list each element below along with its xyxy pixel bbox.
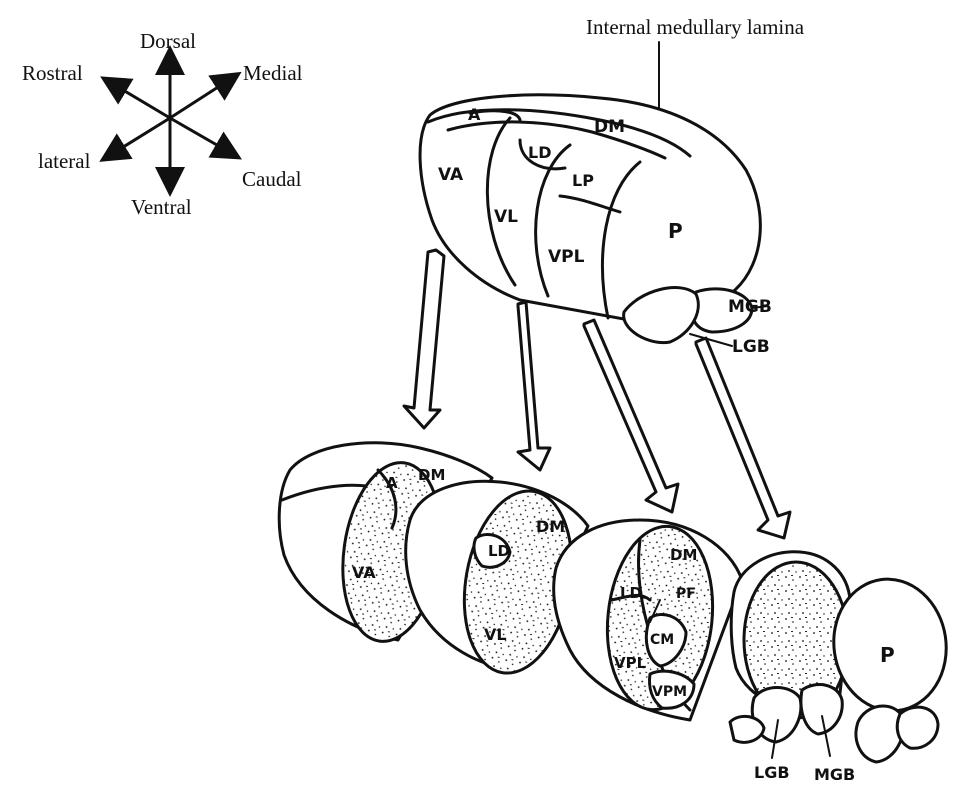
- section-3-ld-border: [610, 593, 652, 602]
- label-lgb: LGB: [732, 337, 770, 357]
- label-a: A: [468, 105, 481, 124]
- lateral-arrow: [99, 116, 172, 162]
- a-nucleus-border: [468, 109, 522, 122]
- pulvinar-lobe-right: [895, 705, 940, 750]
- section-3: DM LD PF CM VPL VPM: [552, 518, 744, 722]
- mgb-leader: [751, 305, 769, 309]
- s3-label-vpm: VPM: [652, 684, 687, 700]
- arrow-2: [516, 300, 552, 472]
- label-va: VA: [438, 165, 464, 185]
- section-4-lower-lobe: [728, 714, 766, 744]
- vl-vpl-border: [534, 143, 572, 298]
- ventral-label: Ventral: [131, 195, 192, 219]
- ld-border: [518, 138, 567, 171]
- lgb-leader: [689, 333, 733, 347]
- label-vpl: VPL: [548, 247, 585, 267]
- label-dm: DM: [594, 117, 625, 137]
- s2-label-ld: LD: [488, 542, 510, 560]
- s3-label-cm: CM: [650, 632, 674, 648]
- arrow-1: [402, 248, 446, 430]
- pulvinar-lobe-left: [854, 704, 905, 764]
- whole-thalamus: A DM VA LD LP VL VPL P MGB LGB: [418, 93, 772, 357]
- s2-label-dm: DM: [536, 517, 565, 536]
- pulvinar: P: [832, 577, 948, 764]
- s4-lgb-leader: [771, 719, 779, 759]
- s4-label-mgb: MGB: [814, 765, 855, 784]
- s3-label-vpl: VPL: [614, 654, 647, 672]
- section-arrows: [402, 248, 792, 540]
- section-1-border: [376, 468, 398, 530]
- internal-medullary-lamina-label: Internal medullary lamina: [586, 15, 805, 39]
- s1-label-dm: DM: [418, 466, 445, 484]
- section-3-vpm: [648, 669, 696, 710]
- rostral-arrow: [100, 76, 172, 120]
- arrow-3: [582, 318, 680, 514]
- s4-label-lgb: LGB: [754, 763, 790, 782]
- label-mgb: MGB: [728, 297, 772, 317]
- s3-label-dm: DM: [670, 546, 697, 564]
- pf-leader: [649, 599, 661, 623]
- lamina-band-top: [426, 108, 692, 158]
- va-vl-border: [485, 116, 517, 287]
- label-vl: VL: [494, 207, 518, 227]
- arrow-4: [694, 336, 792, 540]
- orientation-compass: Dorsal Ventral Rostral Caudal Medial lat…: [22, 29, 303, 219]
- medial-label: Medial: [243, 61, 303, 85]
- lgb-shape: [622, 286, 700, 345]
- s1-label-a: A: [386, 474, 398, 492]
- s1-label-va: VA: [352, 563, 376, 582]
- section-4-mgb: [799, 683, 844, 736]
- label-ld: LD: [528, 143, 551, 162]
- medial-arrow: [168, 71, 242, 120]
- lamina-band-bottom: [446, 120, 667, 160]
- section-4: LGB MGB: [728, 550, 855, 784]
- section-2-ld: [472, 533, 512, 569]
- s4-mgb-leader: [821, 715, 831, 757]
- lateral-label: lateral: [38, 149, 91, 173]
- caudal-label: Caudal: [242, 167, 302, 191]
- s3-label-ld: LD: [620, 584, 642, 602]
- caudal-arrow: [168, 116, 242, 160]
- s4-label-p: P: [880, 643, 895, 667]
- dorsal-label: Dorsal: [140, 29, 196, 53]
- vpl-p-border: [601, 160, 642, 320]
- label-p: P: [668, 219, 683, 243]
- section-3-cm: [644, 613, 688, 668]
- label-lp: LP: [572, 171, 594, 190]
- lp-border: [558, 194, 622, 214]
- s2-label-vl: VL: [484, 625, 507, 644]
- rostral-label: Rostral: [22, 61, 83, 85]
- s3-label-pf: PF: [676, 586, 696, 602]
